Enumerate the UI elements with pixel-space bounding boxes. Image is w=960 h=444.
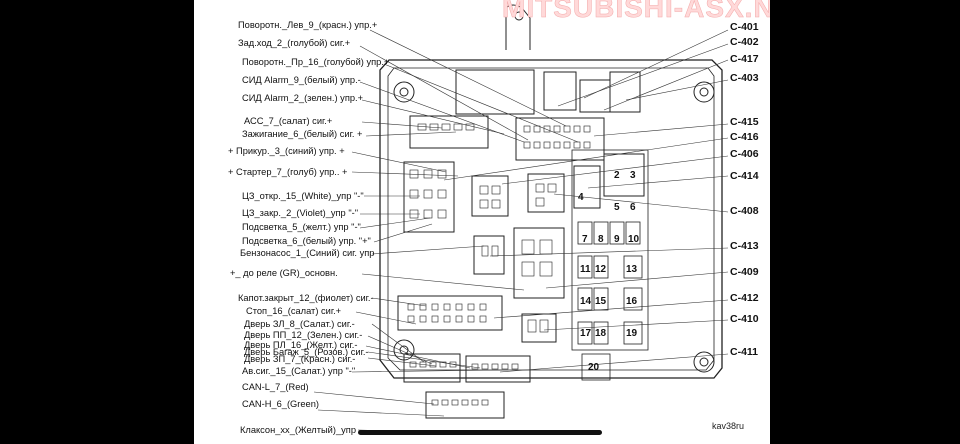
connector-label-9: C-413	[730, 240, 759, 252]
relay-block-top	[455, 69, 535, 115]
label-9: ЦЗ_откр._15_(White)_упр "-"	[242, 191, 364, 201]
label-17: Дверь ЗЛ_8_(Салат.) сиг.-	[244, 319, 355, 329]
fuse-slots	[577, 221, 643, 381]
fuse-number-10: 10	[628, 234, 640, 245]
label-0: Поворотн._Лев_9_(красн.) упр.+	[238, 20, 378, 30]
label-6: Зажигание_6_(белый) сиг. +	[242, 129, 363, 139]
fuse-number-4: 4	[578, 192, 584, 203]
connector-c409	[513, 227, 565, 299]
label-24: CAN-H_6_(Green)	[242, 399, 319, 409]
label-19: Дверь ПЛ_16_(Желт.) сиг.-	[244, 340, 358, 350]
label-23: CAN-L_7_(Red)	[242, 382, 309, 392]
connector-label-12: C-410	[730, 313, 759, 325]
connector-label-5: C-416	[730, 131, 759, 143]
connector-c406	[471, 175, 509, 217]
connector-label-6: C-406	[730, 148, 759, 160]
connector-label-2: C-417	[730, 53, 759, 65]
connector-label-0: C-401	[730, 21, 759, 33]
fuse-number-13: 13	[626, 264, 638, 275]
fuse-number-7: 7	[582, 234, 588, 245]
fuse-number-6: 6	[630, 202, 636, 213]
fuse-number-16: 16	[626, 296, 638, 307]
fuse-number-3: 3	[630, 170, 636, 181]
fuse-number-2: 2	[614, 170, 620, 181]
mount-ear-top-right	[693, 81, 715, 103]
leader-lines	[313, 29, 729, 433]
label-10: ЦЗ_закр._2_(Violet)_упр "-"	[242, 208, 359, 218]
fuse-number-20: 20	[588, 362, 600, 373]
connector-label-4: C-415	[730, 116, 759, 128]
label-5: АСС_7_(салат) сиг.+	[244, 116, 333, 126]
label-1: Зад.ход_2_(голубой) сиг.+	[238, 38, 351, 48]
connector-c408	[527, 173, 565, 213]
label-22: Ав.сиг._15_(Салат.) упр "-"	[242, 366, 356, 376]
housing-inner-rim	[387, 67, 715, 371]
label-2: Поворотн._Пр_16_(голубой) упр.+	[242, 57, 390, 67]
connector-label-8: C-408	[730, 205, 759, 217]
fuse-number-17: 17	[580, 328, 592, 339]
label-12: Подсветка_6_(белый) упр. "+"	[242, 236, 371, 246]
connector-label-13: C-411	[730, 346, 759, 358]
label-16: Стоп_16_(салат) сиг.+	[246, 306, 342, 316]
fuse-number-5: 5	[614, 202, 620, 213]
label-7: + Прикур._3_(синий) упр. +	[228, 146, 345, 156]
fuse-number-11: 11	[580, 264, 591, 275]
watermark: MITSUBISHI-ASX.NET	[502, 0, 770, 23]
author-credit: kav38ru	[712, 421, 745, 431]
label-8: + Стартер_7_(голуб) упр.. +	[228, 167, 348, 177]
label-3: СИД Alarm_9_(белый) упр.-	[242, 75, 361, 85]
fuse-number-19: 19	[626, 328, 638, 339]
label-21: Дверь ЗП_7_(Красн.) сиг.-	[244, 354, 356, 364]
home-indicator-bar[interactable]	[358, 430, 602, 435]
connector-label-1: C-402	[730, 36, 759, 48]
fuse-number-8: 8	[598, 234, 604, 245]
relay-c403	[609, 71, 641, 113]
label-11: Подсветка_5_(желт.) упр "-"	[242, 222, 361, 232]
pin-details	[407, 123, 591, 406]
mount-ear-top-left	[393, 81, 415, 103]
label-14: +_ до реле (GR)_основн.	[230, 268, 338, 278]
connector-c415	[515, 117, 605, 161]
mount-hook	[505, 4, 531, 50]
label-25: Клаксон_хх_(Желтый)_упр	[240, 425, 356, 435]
connector-c416	[403, 161, 455, 233]
fuse-number-12: 12	[595, 264, 607, 275]
label-20: Дверь Багаж_5_(Розов.) сиг.-	[244, 347, 369, 357]
connector-label-11: C-412	[730, 292, 759, 304]
relay-c402	[543, 71, 577, 111]
relay-c417	[579, 79, 611, 113]
connector-c410	[521, 313, 557, 343]
fuse-panel	[571, 149, 649, 351]
connector-c401	[409, 115, 489, 149]
mount-hole	[514, 11, 524, 21]
connector-c411	[465, 355, 531, 383]
label-13: Бензонасос_1_(Синий) сиг. упр	[240, 248, 375, 258]
connector-c413	[473, 235, 505, 275]
connector-c412	[397, 295, 503, 331]
connector-can	[425, 391, 505, 419]
connector-label-7: C-414	[730, 170, 759, 182]
fuse-number-9: 9	[614, 234, 620, 245]
fuse-box-housing	[379, 59, 723, 379]
fuse-cell-2-3	[603, 153, 645, 197]
fuse-number-14: 14	[580, 296, 592, 307]
connector-label-3: C-403	[730, 72, 759, 84]
connector-left-bottom	[403, 353, 461, 383]
mount-ear-bottom-right	[693, 351, 715, 373]
label-15: Капот.закрыт_12_(фиолет) сиг.-	[238, 293, 374, 303]
label-4: СИД Alarm_2_(зелен.) упр.+	[242, 93, 364, 103]
fuse-number-18: 18	[595, 328, 607, 339]
connector-label-10: C-409	[730, 266, 759, 278]
label-18: Дверь ПП_12_(Зелен.) сиг.-	[244, 330, 363, 340]
fuse-number-15: 15	[595, 296, 607, 307]
